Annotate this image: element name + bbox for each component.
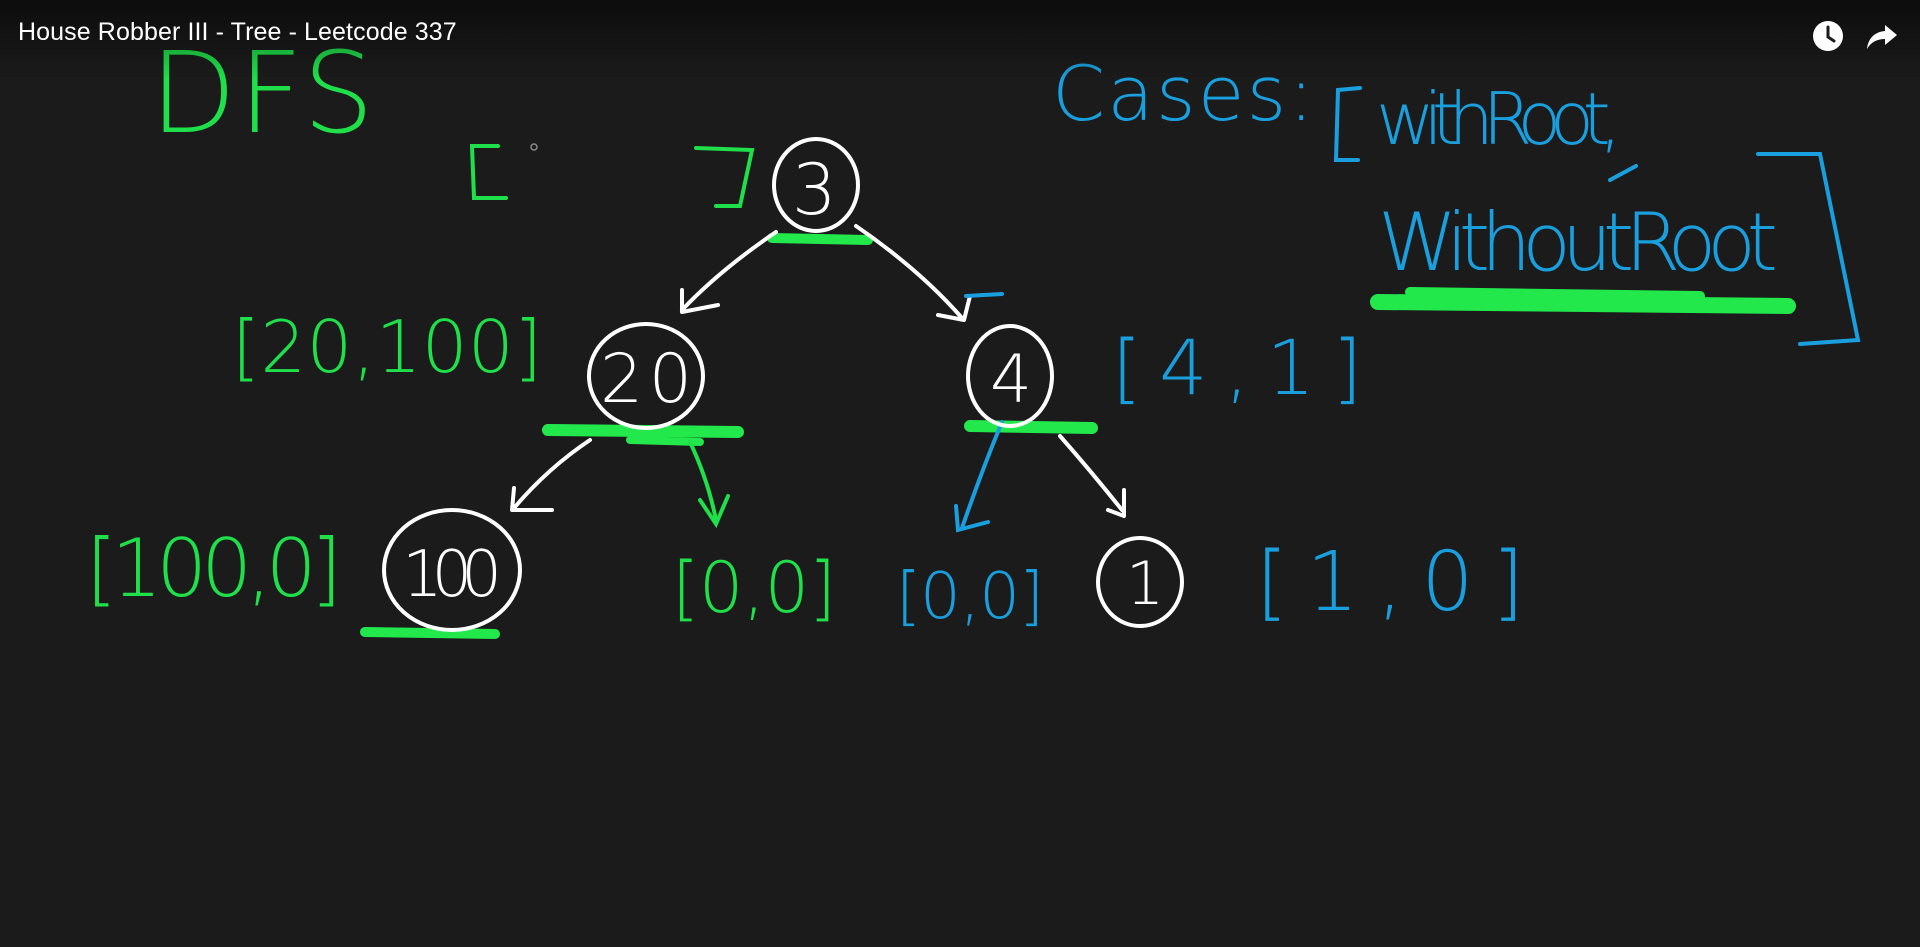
case-with-root: withRoot, (1376, 77, 1622, 161)
edge-20-100-arrowhead (510, 486, 554, 512)
video-title[interactable]: House Robber III - Tree - Leetcode 337 (18, 18, 457, 46)
pair-null-of-4: [0,0] (896, 560, 1044, 634)
node-circle-3 (772, 137, 860, 233)
node-label-4: 4 (990, 341, 1032, 418)
edge-3-4-arrowhead (936, 294, 972, 322)
tree-node-circles (382, 137, 1184, 632)
node-label-1: 1 (1126, 549, 1164, 619)
edge-3-20-arrowhead (680, 288, 720, 314)
node-circle-100 (382, 508, 522, 632)
green-edge (688, 440, 730, 529)
small-dot (530, 143, 538, 151)
cases-bracket (1333, 86, 1861, 346)
pair-node-1: [1,0] (1256, 535, 1524, 630)
pair-node-4: [4,1] (1112, 323, 1362, 412)
edge-4-1 (1058, 434, 1124, 512)
edge-3-20 (680, 230, 778, 312)
node-circle-20 (587, 322, 705, 430)
blue-edge (954, 292, 1004, 533)
share-arrow-icon (1867, 25, 1897, 49)
edge-3-4 (854, 224, 964, 320)
pair-node-20: [20,100] (232, 305, 542, 389)
node-label-20: 20 (600, 340, 692, 419)
node-circle-4 (966, 324, 1054, 428)
node-circle-1 (1096, 536, 1184, 628)
share-button[interactable] (1862, 16, 1902, 56)
clock-icon (1813, 21, 1843, 51)
pair-node-100: [100,0] (86, 522, 342, 615)
watch-later-button[interactable] (1808, 16, 1848, 56)
node-label-100: 100 (402, 538, 502, 612)
highlight-strokes (360, 233, 1796, 639)
video-top-bar (0, 0, 1920, 80)
tree-edges (510, 224, 1126, 518)
root-pair-brackets (469, 144, 755, 208)
case-without-root: WithoutRoot (1378, 196, 1778, 289)
node-label-3: 3 (792, 149, 837, 231)
pair-null-of-20: [0,0] (672, 547, 836, 629)
edge-4-1-arrowhead (1106, 488, 1126, 518)
edge-20-100 (512, 438, 592, 510)
